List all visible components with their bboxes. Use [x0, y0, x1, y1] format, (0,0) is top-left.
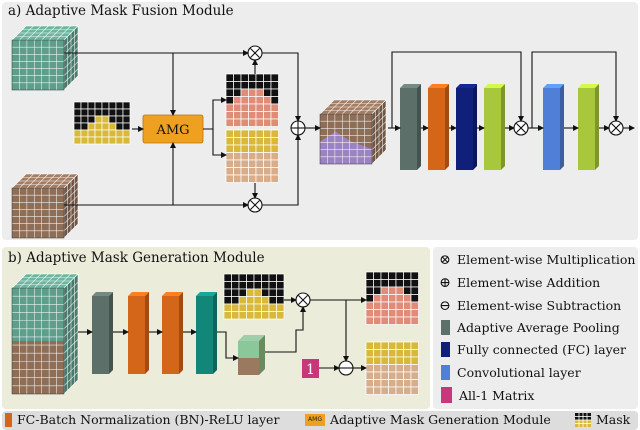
b-multiply-op	[295, 292, 311, 308]
legend-label: Adaptive Mask Generation Module	[330, 412, 551, 427]
legend-all-one-matrix: All-1 Matrix	[437, 387, 534, 403]
spatial-multiply-op	[608, 120, 624, 136]
bottom-legend-fc-bn-relu: FC-Batch Normalization (BN)-ReLU layer	[5, 412, 279, 427]
legend-label: FC-Batch Normalization (BN)-ReLU layer	[17, 412, 280, 427]
avg-pooling-layer	[400, 84, 421, 170]
lime-layer	[484, 84, 505, 170]
panel-b-title: b) Adaptive Mask Generation Module	[8, 250, 265, 266]
multiplication-icon: ⊗	[439, 251, 451, 268]
amg-output-mask-upper	[225, 73, 279, 127]
legend-avg-pooling: Adaptive Average Pooling	[437, 320, 620, 335]
b-mask-grid	[223, 273, 285, 320]
fc-bn-relu-swatch	[5, 412, 12, 427]
legend-label: Adaptive Average Pooling	[457, 320, 620, 335]
channel-multiply-op	[513, 120, 529, 136]
b-output-mask-lower	[365, 341, 419, 395]
fc-bn-relu-layer	[428, 84, 449, 170]
all-one-matrix-label: 1	[306, 362, 315, 378]
legend-addition: ⊕ Element-wise Addition	[437, 275, 600, 290]
fc-layer-swatch	[441, 342, 450, 357]
amg-output-mask-lower	[225, 129, 279, 183]
fused-feature-cube	[319, 99, 387, 165]
legend-panel	[433, 247, 638, 409]
bottom-legend-mask: Mask	[575, 412, 630, 427]
depth-feature-cube	[11, 173, 79, 239]
arrow-skip-to-final-multiply	[531, 51, 619, 128]
legend-fc-layer: Fully connected (FC) layer	[437, 342, 626, 357]
all-one-matrix-swatch	[441, 387, 452, 403]
legend-label: Element-wise Addition	[457, 275, 601, 290]
concat-feature-cube	[11, 273, 79, 395]
input-mask-grid	[73, 101, 131, 145]
b-fc-bn-relu-layer-1	[128, 292, 149, 374]
arrow-fc-to-tensor	[217, 331, 239, 361]
arrow-skip-to-multiply	[391, 51, 524, 128]
mask-icon	[575, 412, 591, 427]
legend-label: All-1 Matrix	[459, 387, 535, 403]
multiply-rgb-op	[247, 45, 263, 61]
b-avg-pooling-layer	[92, 292, 113, 374]
arrow-tensor-to-multiply	[265, 306, 306, 353]
legend-multiplication: ⊗ Element-wise Multiplication	[437, 252, 635, 267]
panel-a-title: a) Adaptive Mask Fusion Module	[8, 3, 234, 19]
arrow-multiply-to-add-top	[262, 52, 301, 122]
amg-icon: AMG	[305, 413, 325, 426]
subtraction-icon: ⊖	[439, 297, 451, 314]
b-fc-layer	[196, 292, 217, 374]
fc-layer	[456, 84, 477, 170]
bottom-legend-amg: AMG Adaptive Mask Generation Module	[305, 412, 551, 427]
arrow-amg-to-upper-mask	[203, 97, 227, 130]
conv-layer	[543, 84, 564, 170]
arrow-multiply-to-add-bottom	[262, 134, 301, 206]
conv-layer-swatch	[441, 365, 450, 380]
rgb-feature-cube	[11, 25, 79, 91]
legend-label: Fully connected (FC) layer	[457, 342, 627, 357]
amg-label: AMG	[155, 123, 189, 138]
addition-icon: ⊕	[439, 274, 451, 291]
arrow-amg-to-lower-mask	[212, 129, 227, 158]
legend-label: Element-wise Multiplication	[457, 252, 636, 267]
lime-layer-2	[578, 84, 599, 170]
legend-label: Element-wise Subtraction	[457, 298, 622, 313]
all-one-matrix	[302, 359, 319, 378]
legend-label: Mask	[596, 412, 631, 427]
legend-label: Convolutional layer	[457, 365, 581, 380]
b-subtract-op	[338, 360, 354, 376]
legend-conv-layer: Convolutional layer	[437, 365, 581, 380]
b-small-tensor	[238, 335, 265, 375]
b-output-mask-upper	[365, 271, 419, 325]
legend-subtraction: ⊖ Element-wise Subtraction	[437, 298, 621, 313]
avg-pooling-swatch	[441, 320, 450, 335]
b-fc-bn-relu-layer-2	[162, 292, 183, 374]
multiply-depth-op	[247, 197, 263, 213]
fusion-add-op	[290, 120, 306, 136]
